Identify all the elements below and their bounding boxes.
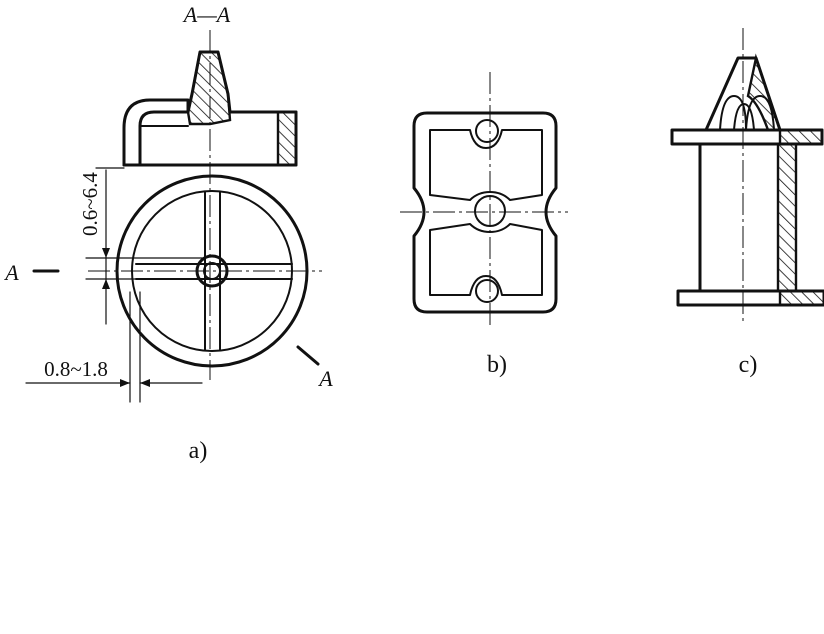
figure-b: b) <box>400 72 568 378</box>
figure-a: 0.6~6.4 0.8~1.8 A A A—A a) <box>3 2 333 464</box>
dimension-vertical-label: 0.6~6.4 <box>78 172 102 236</box>
plan-view <box>115 174 309 368</box>
dimension-vertical: 0.6~6.4 <box>78 167 206 325</box>
section-a-a-view <box>122 50 298 167</box>
cut-mark-right: A <box>317 366 333 391</box>
cut-mark-left: A <box>3 260 19 285</box>
dimension-horizontal: 0.8~1.8 <box>25 291 203 403</box>
figure-c: c) <box>670 28 824 378</box>
caption-b: b) <box>487 352 507 378</box>
caption-c: c) <box>739 352 758 378</box>
section-label: A—A <box>182 2 231 27</box>
caption-a: a) <box>189 438 208 464</box>
dimension-horizontal-label: 0.8~1.8 <box>44 357 108 381</box>
